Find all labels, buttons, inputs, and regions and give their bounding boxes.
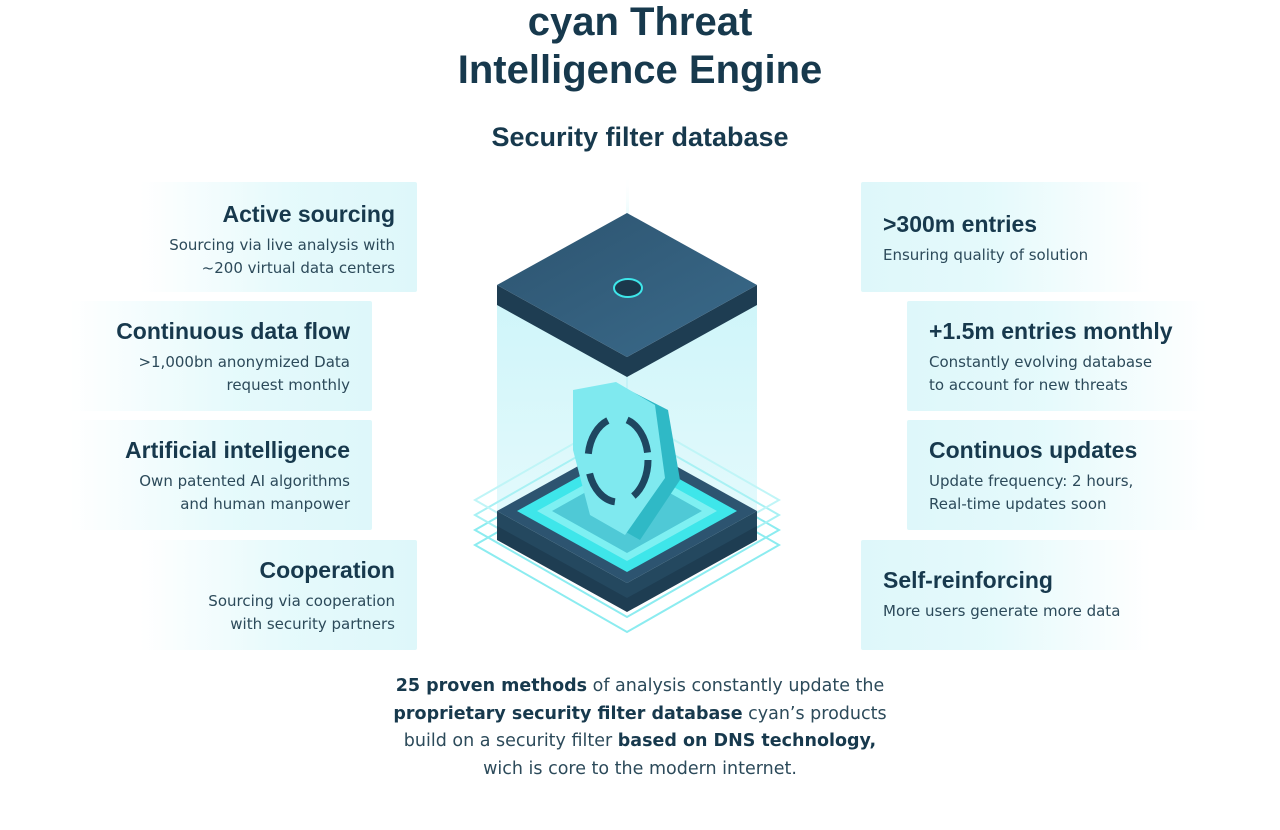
card-title: Self-reinforcing — [883, 567, 1053, 593]
database-server-illustration — [472, 175, 782, 634]
card-active-sourcing: Active sourcing Sourcing via live analys… — [140, 182, 417, 292]
card-description: More users generate more data — [883, 602, 1121, 620]
bottom-description: 25 proven methods of analysis constantly… — [393, 676, 887, 779]
card-continuous-data-flow: Continuous data flow >1,000bn anonymized… — [70, 301, 372, 411]
page-title-line-2: Intelligence Engine — [457, 48, 823, 92]
card-artificial-intelligence: Artificial intelligence Own patented AI … — [70, 420, 372, 530]
card-1-5m-entries-monthly: +1.5m entries monthly Constantly evolvin… — [907, 301, 1207, 411]
card-title: Cooperation — [259, 557, 395, 583]
card-title: Active sourcing — [222, 201, 395, 227]
card-300m-entries: >300m entries Ensuring quality of soluti… — [861, 182, 1151, 292]
card-title: Continuos updates — [929, 437, 1138, 463]
card-title: >300m entries — [883, 211, 1038, 237]
card-self-reinforcing: Self-reinforcing More users generate mor… — [861, 540, 1151, 650]
card-title: Continuous data flow — [116, 318, 350, 344]
top-lid — [497, 213, 757, 377]
page-subtitle: Security filter database — [491, 122, 789, 152]
shield-icon — [573, 382, 680, 540]
page-title-line-1: cyan Threat — [527, 0, 753, 44]
card-title: Artificial intelligence — [125, 437, 350, 463]
card-title: +1.5m entries monthly — [929, 318, 1173, 344]
card-description: Update frequency: 2 hours,Real-time upda… — [929, 472, 1134, 513]
card-continuos-updates: Continuos updates Update frequency: 2 ho… — [907, 420, 1207, 530]
card-description: Sourcing via live analysis with~200 virt… — [169, 236, 395, 277]
card-description: Ensuring quality of solution — [883, 246, 1089, 264]
